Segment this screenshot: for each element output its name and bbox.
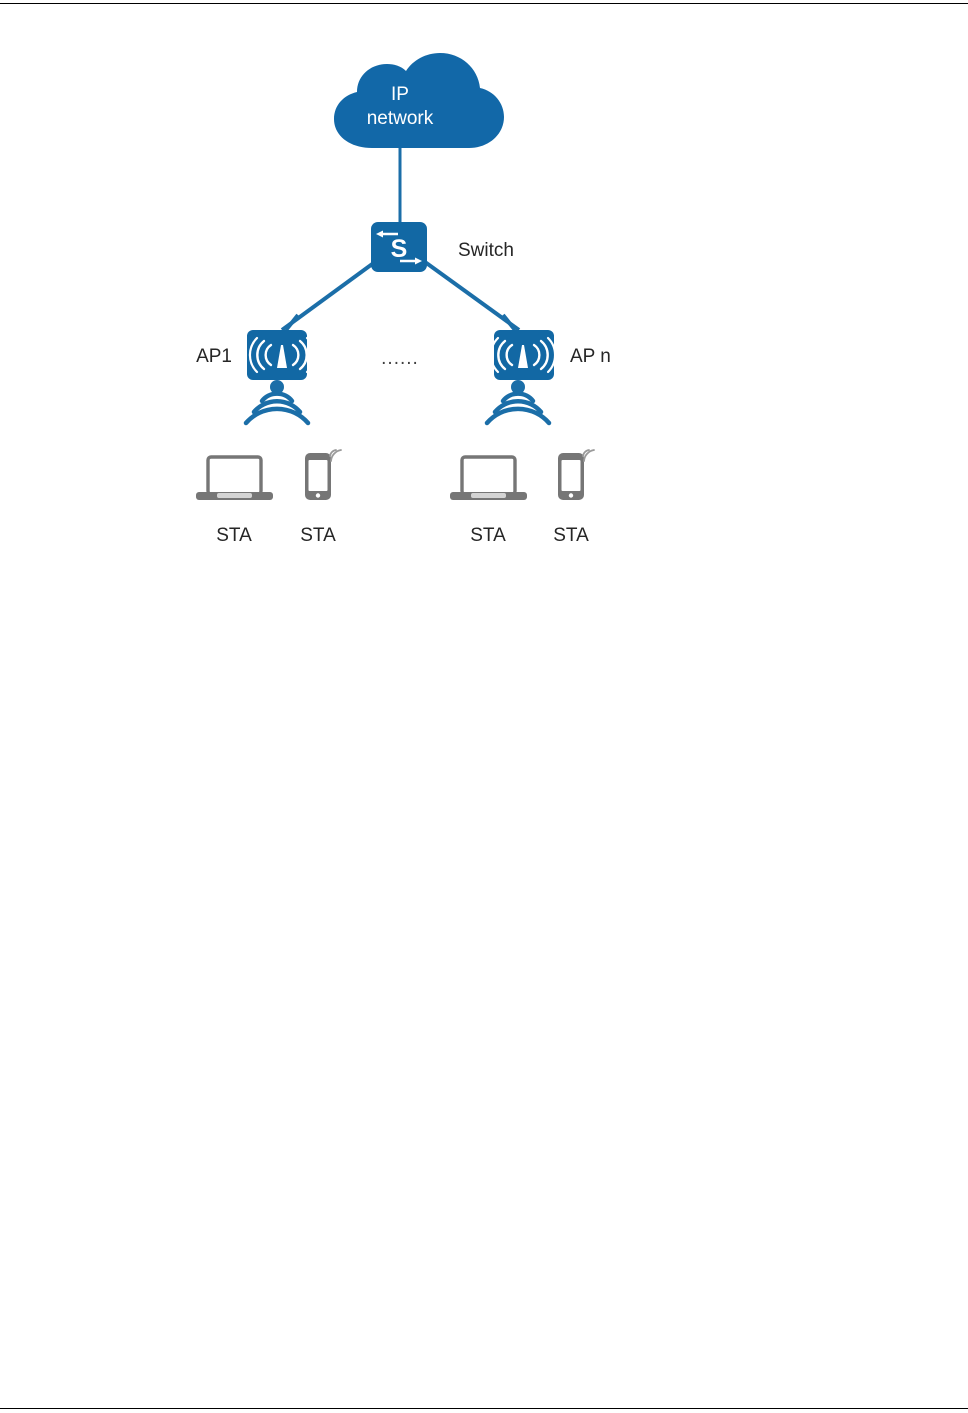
sta3-label: STA: [470, 525, 506, 546]
wifi-signal-icon-sta2: [329, 449, 342, 462]
wifi-signal-icon-sta4: [582, 449, 595, 462]
page-top-rule: [0, 3, 968, 4]
laptop-icon-sta1[interactable]: [196, 455, 273, 500]
switch-glyph: S: [391, 235, 408, 263]
sta2-label: STA: [300, 525, 336, 546]
link-switch-to-apn: [423, 260, 521, 332]
ap1-label: AP1: [196, 346, 232, 367]
sta1-label: STA: [216, 525, 252, 546]
apn-label: AP n: [570, 346, 611, 367]
wifi-broadcast-icon-ap1: [243, 380, 311, 426]
arrow-right-icon: [400, 257, 422, 265]
cloud-label-line2: network: [367, 108, 434, 129]
wifi-broadcast-icon-apn: [484, 380, 552, 426]
smartphone-icon-sta4[interactable]: [558, 449, 595, 500]
switch-label: Switch: [458, 240, 514, 261]
ellipsis-label: ......: [381, 348, 419, 369]
laptop-icon-sta3[interactable]: [450, 455, 527, 500]
page-bottom-rule: [0, 1408, 968, 1409]
sta4-label: STA: [553, 525, 589, 546]
cloud-icon: [334, 53, 504, 148]
arrow-left-icon: [376, 230, 398, 238]
access-point-icon-apn[interactable]: [489, 313, 557, 380]
switch-icon[interactable]: S: [371, 222, 427, 272]
cloud-label-line1: IP: [391, 84, 409, 105]
access-point-icon-ap1[interactable]: [247, 313, 316, 380]
network-topology-diagram: IP network S Switch: [0, 0, 968, 600]
smartphone-icon-sta2[interactable]: [305, 449, 342, 500]
